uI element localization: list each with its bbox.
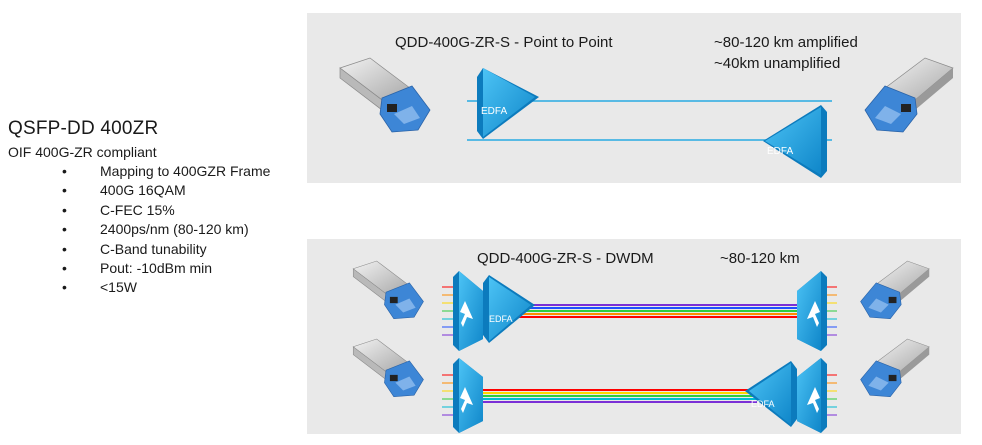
spec-item: Pout: -10dBm min <box>62 259 306 279</box>
wdm-fiber-bundle-top <box>517 304 807 318</box>
qsfp-dd-module-icon <box>864 57 954 133</box>
spec-item: 2400ps/nm (80-120 km) <box>62 220 306 240</box>
p2p-distance-unamplified: ~40km unamplified <box>714 55 841 72</box>
qsfp-dd-module-icon <box>860 260 930 320</box>
mux-demux-icon <box>453 271 483 351</box>
mux-demux-icon <box>797 358 827 433</box>
edfa-amplifier-icon: EDFA <box>745 361 797 427</box>
module-spec-block: QSFP-DD 400ZR OIF 400G-ZR compliant Mapp… <box>6 118 306 298</box>
amp-label: EDFA <box>767 146 793 157</box>
dwdm-distance: ~80-120 km <box>720 250 800 267</box>
amp-label: EDFA <box>489 314 513 324</box>
amp-label: EDFA <box>751 399 775 409</box>
module-title: QSFP-DD 400ZR <box>8 118 159 139</box>
dwdm-diagram: EDFA EDFA <box>352 260 930 433</box>
spec-list: Mapping to 400GZR Frame 400G 16QAM C-FEC… <box>62 162 306 298</box>
edfa-amplifier-icon: EDFA <box>483 275 535 343</box>
qsfp-dd-module-icon <box>860 338 930 398</box>
p2p-distance-amplified: ~80-120 km amplified <box>714 34 858 51</box>
edfa-amplifier-icon: EDFA <box>477 68 539 139</box>
dwdm-panel: EDFA EDFA <box>307 239 961 434</box>
spec-item: Mapping to 400GZR Frame <box>62 162 306 182</box>
wdm-fiber-bundle-bottom <box>482 389 757 403</box>
spec-item: C-Band tunability <box>62 240 306 260</box>
mux-demux-icon <box>797 271 827 351</box>
qsfp-dd-module-icon <box>339 57 431 133</box>
spec-item: <15W <box>62 278 306 298</box>
point-to-point-panel: EDFA EDFA QDD-400G-ZR-S - Point to Point… <box>307 13 961 183</box>
mux-demux-icon <box>453 358 483 433</box>
spec-item: C-FEC 15% <box>62 201 306 221</box>
p2p-diagram: EDFA EDFA <box>339 57 954 178</box>
p2p-title: QDD-400G-ZR-S - Point to Point <box>395 34 613 51</box>
qsfp-dd-module-icon <box>352 338 424 398</box>
dwdm-title: QDD-400G-ZR-S - DWDM <box>477 250 654 267</box>
module-compliance: OIF 400G-ZR compliant <box>8 144 157 160</box>
edfa-amplifier-icon: EDFA <box>763 105 827 178</box>
amp-label: EDFA <box>481 106 507 117</box>
qsfp-dd-module-icon <box>352 260 424 320</box>
spec-item: 400G 16QAM <box>62 181 306 201</box>
